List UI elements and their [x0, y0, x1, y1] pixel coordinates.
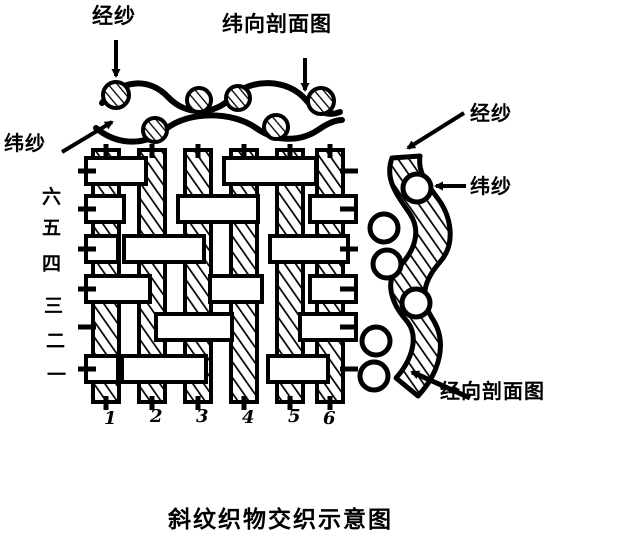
weft-circle-6	[357, 359, 391, 393]
warp-edge-stubs	[103, 144, 333, 410]
warp-cross-section	[357, 111, 472, 401]
warp-circle-u3	[224, 84, 252, 112]
warp-yarn-ribbon	[387, 153, 453, 399]
weft-float-r1-c5	[266, 354, 330, 384]
weft-cross-section	[60, 40, 345, 154]
column-number-4: 4	[242, 407, 255, 428]
row-numeral-2: 二	[46, 330, 66, 352]
weft-float-r4-c0	[84, 234, 120, 264]
column-number-3: 3	[196, 406, 209, 427]
weft-circle-4	[399, 286, 433, 320]
column-number-6: 6	[323, 408, 336, 429]
weft-circle-5	[359, 324, 393, 358]
weft-circle-group	[357, 171, 434, 393]
weft-floats	[84, 156, 358, 384]
warp-circle-u2	[185, 86, 213, 114]
warp-circle-u1	[101, 80, 131, 110]
weft-circle-2	[367, 211, 401, 245]
row-numeral-1: 一	[47, 364, 67, 386]
row-numeral-3: 三	[44, 295, 64, 317]
warp-section-pointer-arrow	[410, 369, 472, 401]
weft-float-r4-c56	[268, 234, 350, 264]
weft-float-r5-c34	[176, 194, 260, 224]
weft-float-r1-c23	[120, 354, 208, 384]
weft-edge-stubs	[78, 168, 358, 372]
weft-circle-3	[370, 247, 404, 281]
weft-float-r4-c23	[122, 234, 206, 264]
label-right-weft: 纬纱	[470, 174, 512, 198]
weft-float-r3-c6	[308, 274, 358, 304]
weft-float-r3-c4	[208, 274, 264, 304]
weft-strand-lower	[93, 112, 345, 145]
column-number-5: 5	[288, 406, 301, 427]
weft-float-r2-c34	[154, 312, 234, 342]
warp-circle-l1	[141, 116, 169, 144]
warp-pointer-arrow-right-section	[406, 111, 466, 150]
weft-pointer-arrow-left	[60, 120, 114, 154]
figure-caption: 斜纹织物交织示意图	[168, 507, 393, 533]
warp-circle-group-upper	[101, 80, 336, 116]
weft-float-r6-c45	[222, 156, 318, 186]
label-weft-section-title: 纬向剖面图	[222, 12, 332, 36]
warp-circle-u4	[306, 86, 336, 116]
weave-grid	[78, 144, 358, 410]
row-numeral-4: 四	[42, 253, 62, 275]
warp-circle-group-lower	[141, 113, 290, 144]
row-numeral-5: 五	[42, 217, 62, 239]
label-top-warp: 经纱	[92, 4, 136, 28]
label-left-weft: 纬纱	[4, 131, 46, 155]
row-numeral-6: 六	[42, 186, 62, 208]
weft-circle-1	[400, 171, 434, 205]
label-right-warp: 经纱	[470, 101, 512, 125]
column-number-2: 2	[150, 406, 163, 427]
warp-circle-l2	[262, 113, 290, 141]
column-number-1: 1	[104, 408, 117, 429]
